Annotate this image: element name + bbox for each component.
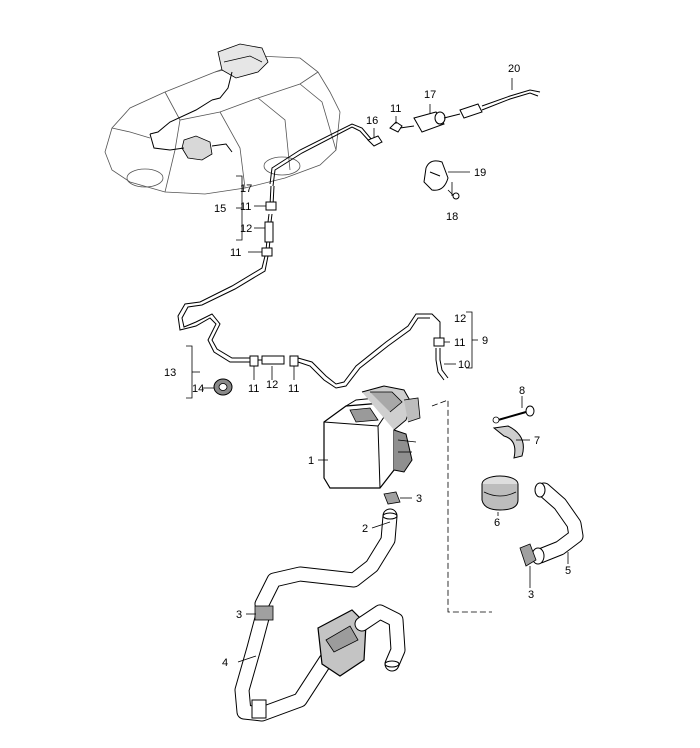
callout-5: 5: [565, 565, 571, 577]
muffler-6: [481, 475, 519, 511]
heater-unit-1: [323, 385, 421, 489]
hose-12: [261, 355, 285, 365]
bracket-7: [492, 425, 524, 459]
hose-clamp-3: [519, 543, 537, 567]
callout-12: 12: [266, 379, 278, 391]
callout-17: 17: [424, 89, 436, 101]
callout-10: 10: [458, 359, 470, 371]
hose-clip-11: [261, 247, 273, 257]
callout-17: 17: [240, 183, 252, 195]
callout-15: 15: [214, 203, 226, 215]
exhaust-hose-4: [234, 605, 334, 722]
fuel-line-upper: [177, 123, 449, 389]
callout-1: 1: [308, 455, 314, 467]
callout-11: 11: [248, 383, 259, 395]
silencer: [317, 604, 406, 677]
hose-clip-11: [433, 337, 445, 347]
callout-4: 4: [222, 657, 228, 669]
callout-8: 8: [519, 385, 525, 397]
callout-3: 3: [236, 609, 242, 621]
hose-clamp-3: [254, 605, 274, 621]
callout-19: 19: [474, 167, 486, 179]
leader-lines: [186, 78, 569, 663]
callout-labels: 20 17 16 11 19 18 17 15 11 12 11 12 9 11…: [164, 63, 571, 669]
callout-11: 11: [230, 247, 241, 259]
callout-9: 9: [482, 335, 488, 347]
hose-clip-11: [389, 121, 403, 133]
callout-14: 14: [192, 383, 204, 395]
callout-18: 18: [446, 211, 458, 223]
callout-3: 3: [416, 493, 422, 505]
hose-clip-11: [289, 355, 299, 367]
callout-12: 12: [240, 223, 252, 235]
assembly-reference-line: [431, 399, 492, 613]
callout-11: 11: [288, 383, 299, 395]
screw-8: [492, 405, 535, 424]
exhaust-pipe-5: [531, 482, 584, 565]
callout-12: 12: [454, 313, 466, 325]
vehicle-outline: [104, 55, 341, 195]
hose-clip-11: [265, 201, 277, 211]
hose-16: [367, 135, 383, 147]
vehicle-heater-location: [149, 43, 269, 161]
callout-11: 11: [390, 103, 401, 115]
screw-18: [452, 192, 460, 200]
fuel-pump-group: [367, 89, 541, 200]
callout-20: 20: [508, 63, 520, 75]
hose-clip-11: [249, 355, 259, 367]
hose-12: [264, 221, 274, 243]
callout-6: 6: [494, 517, 500, 529]
exhaust-pipe-2: [254, 508, 398, 612]
callout-13: 13: [164, 367, 176, 379]
bracket-19: [423, 160, 449, 191]
hose-clamp-3: [383, 491, 401, 505]
callout-11: 11: [240, 201, 251, 213]
callout-3: 3: [528, 589, 534, 601]
callout-7: 7: [534, 435, 540, 447]
callout-11: 11: [454, 337, 465, 349]
fuel-filter: [459, 103, 483, 119]
callout-2: 2: [362, 523, 368, 535]
callout-16: 16: [366, 115, 378, 127]
